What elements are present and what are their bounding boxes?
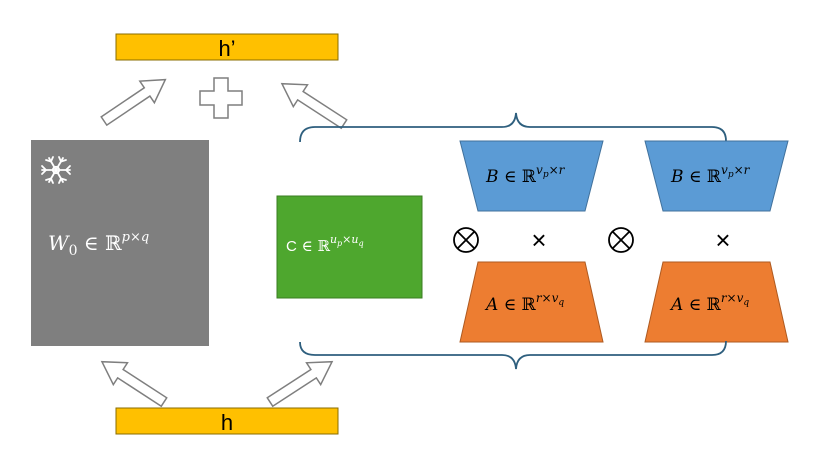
top-brace bbox=[299, 112, 727, 143]
arrow-input-to-adapter bbox=[266, 360, 334, 408]
c-label: C ∈ ℝup×uq bbox=[286, 233, 364, 255]
arrow-adapter-to-sum bbox=[280, 82, 348, 130]
b-label-1: B ∈ ℝvp×r bbox=[485, 163, 566, 187]
factor-b-2 bbox=[644, 140, 789, 212]
b-label-2: B ∈ ℝvp×r bbox=[670, 163, 751, 187]
times-icon-2: × bbox=[715, 225, 730, 255]
output-label: h’ bbox=[218, 36, 235, 61]
arrow-input-to-w0 bbox=[100, 360, 168, 408]
factor-a-2 bbox=[644, 261, 789, 343]
plus-outline-icon bbox=[199, 77, 243, 119]
kronecker-icon-2 bbox=[608, 227, 634, 253]
output-bar bbox=[115, 33, 339, 61]
core-matrix-c bbox=[276, 195, 423, 299]
a-label-1: A ∈ ℝr×vq bbox=[484, 291, 564, 315]
snowflake-icon bbox=[41, 156, 71, 184]
input-label: h bbox=[221, 410, 233, 435]
factor-b-1 bbox=[459, 140, 604, 212]
bottom-brace bbox=[299, 340, 727, 370]
frozen-weight-w0 bbox=[31, 140, 209, 346]
kronecker-icon-1 bbox=[453, 227, 479, 253]
input-bar bbox=[115, 407, 339, 435]
a-label-2: A ∈ ℝr×vq bbox=[669, 291, 749, 315]
w0-label: W0 ∈ ℝp×q bbox=[48, 230, 149, 259]
times-icon-1: × bbox=[531, 225, 546, 255]
arrow-w0-to-sum bbox=[100, 78, 167, 127]
factor-a-1 bbox=[459, 261, 604, 343]
